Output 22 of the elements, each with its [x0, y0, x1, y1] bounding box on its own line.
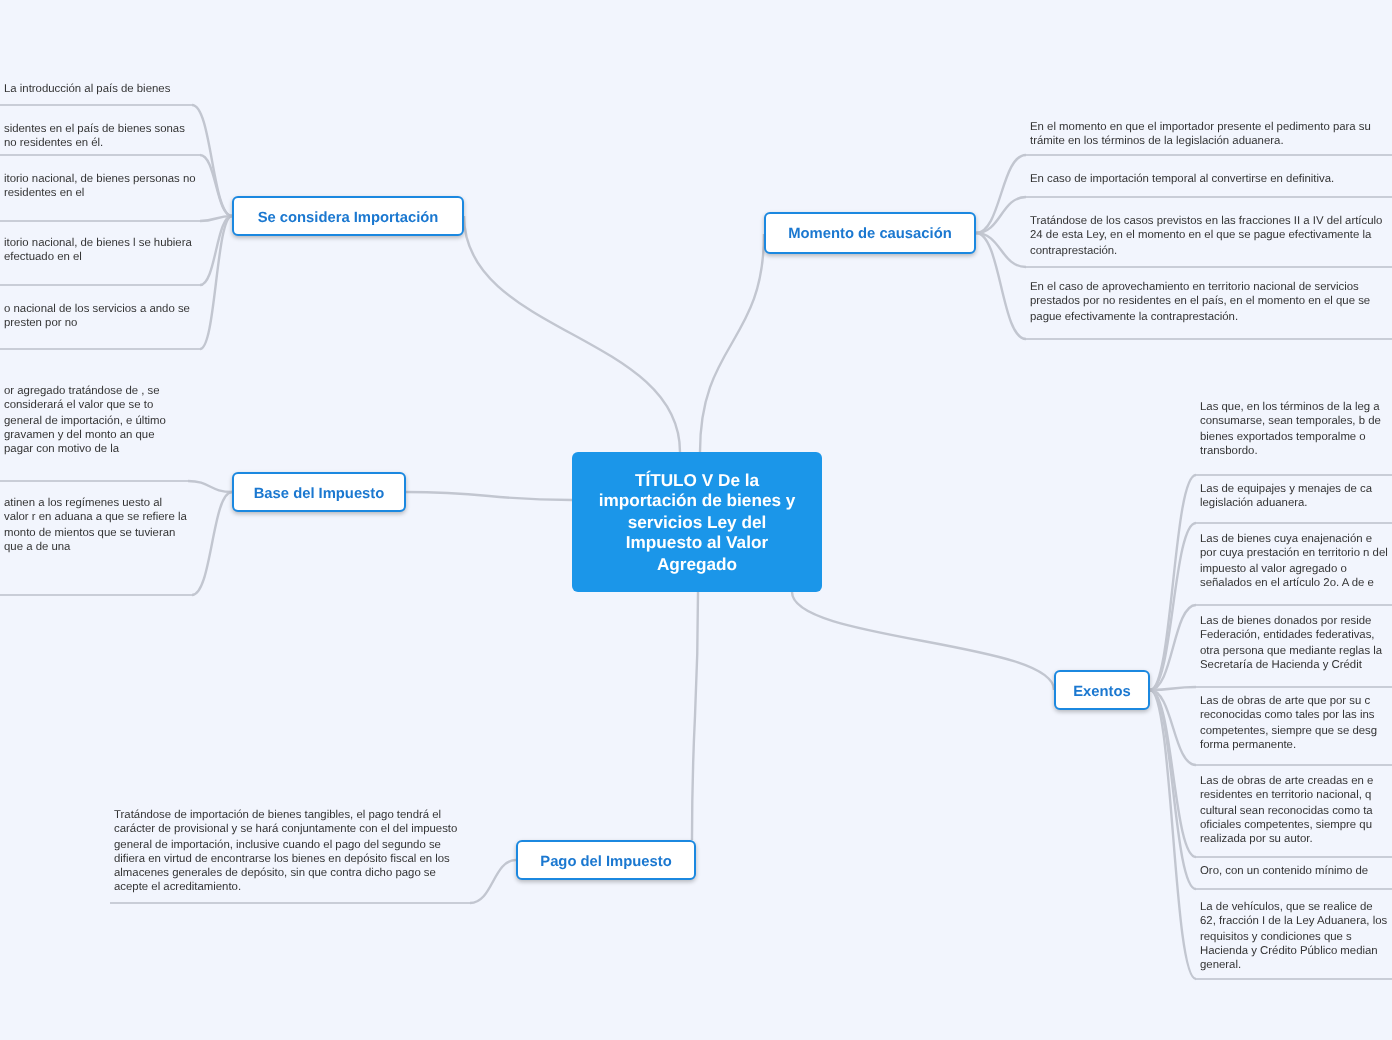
connector-line [191, 490, 233, 597]
connector-line [199, 214, 233, 287]
connector-line [975, 195, 1027, 235]
connector-line [690, 592, 700, 840]
connector-line [199, 153, 233, 218]
connector-line [1149, 688, 1197, 767]
connector-line [462, 215, 682, 453]
connector-line [975, 153, 1027, 235]
connector-line [469, 858, 517, 905]
connector-line [1149, 689, 1197, 980]
connector-line [199, 215, 233, 350]
connector-line [790, 591, 1056, 691]
connector-line [975, 231, 1027, 269]
connector-line [187, 479, 233, 494]
connector-line [975, 231, 1027, 341]
connector-line [698, 233, 766, 453]
connector-line [1149, 474, 1197, 691]
connector-line [199, 214, 233, 223]
connector-line [1149, 603, 1197, 692]
connector-line [406, 490, 572, 502]
central-topic-box: TÍTULO V De la importación de bienes y servicios Ley del Impuesto al Valor Agregado [572, 452, 822, 592]
connector-line [1150, 685, 1196, 692]
